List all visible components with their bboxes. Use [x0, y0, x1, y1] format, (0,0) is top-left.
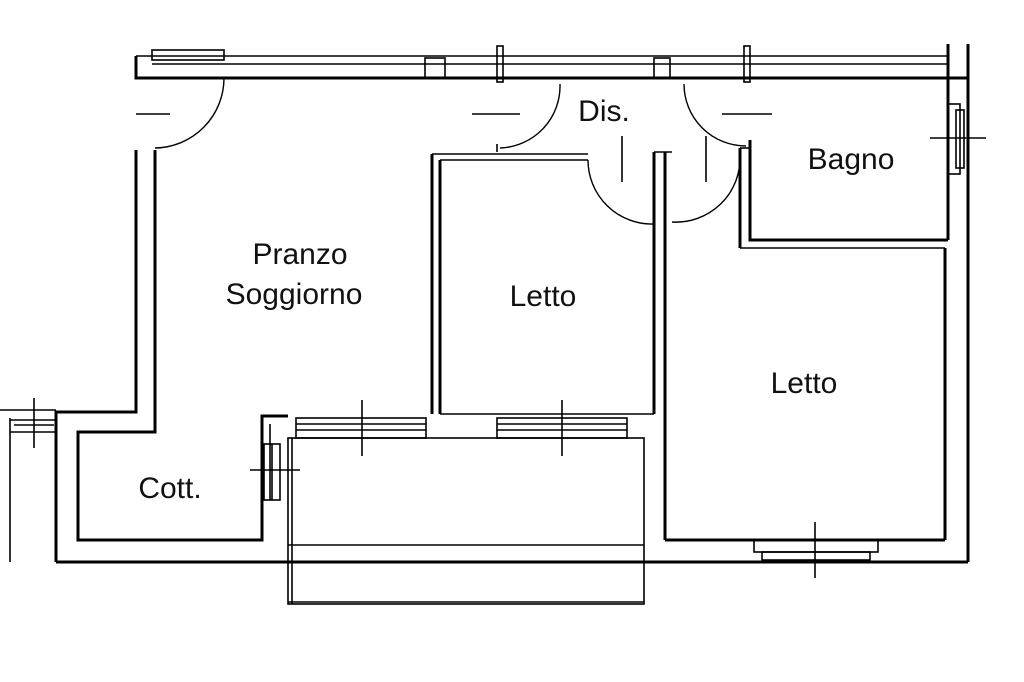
door-entrance	[136, 77, 225, 149]
door-bedroom-small	[587, 136, 655, 225]
window-left	[14, 398, 54, 448]
doors	[136, 77, 772, 225]
window-living-balcony	[295, 400, 427, 456]
room-labels: Pranzo Soggiorno Dis. Bagno Letto Letto …	[138, 95, 894, 505]
room-label-living-2: Soggiorno	[226, 278, 363, 311]
door-bedroom-large	[671, 136, 741, 223]
room-label-hallway: Dis.	[578, 95, 630, 128]
window-bedroom-large	[753, 522, 879, 578]
room-label-bathroom: Bagno	[808, 143, 895, 176]
interior-walls	[261, 140, 948, 540]
room-label-kitchenette: Cott.	[138, 472, 201, 505]
window-bathroom	[930, 103, 986, 175]
windows	[14, 45, 986, 578]
room-label-bedroom-large: Letto	[771, 367, 838, 400]
window-kitchenette	[250, 443, 300, 501]
window-bedroom-balcony	[496, 400, 628, 456]
balcony	[287, 437, 645, 605]
room-label-living-1: Pranzo	[252, 238, 347, 271]
door-bathroom	[683, 83, 772, 147]
room-label-bedroom-small: Letto	[510, 280, 577, 313]
door-living-hallway	[472, 83, 561, 152]
